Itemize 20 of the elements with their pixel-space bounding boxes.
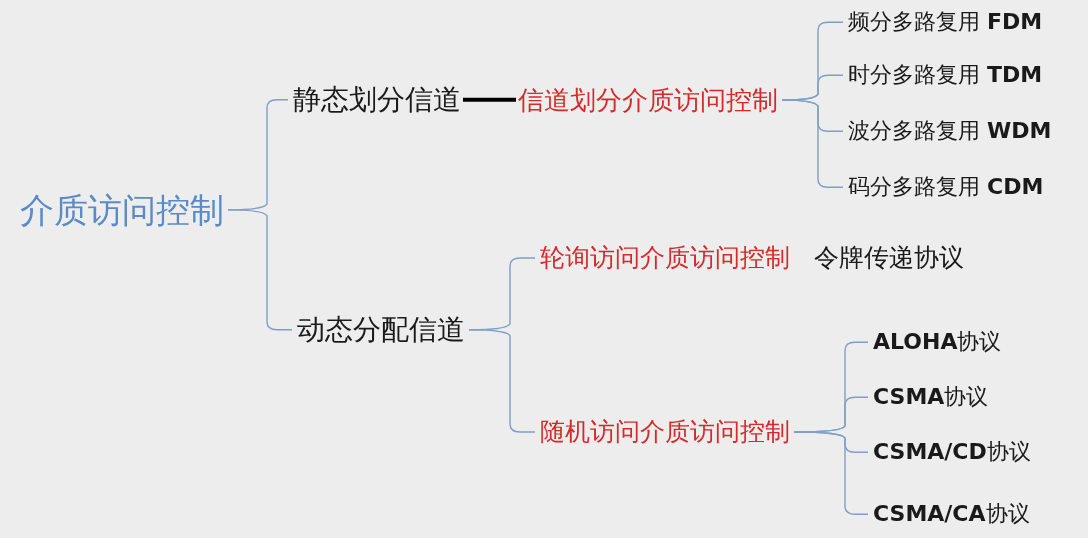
item-label: 码分多路复用 CDM (848, 174, 1044, 201)
category-label: 轮询访问介质访问控制 (540, 243, 790, 272)
item-label: 时分多路复用 TDM (848, 62, 1043, 89)
root-label: 介质访问控制 (20, 189, 224, 231)
item-label: 波分多路复用 WDM (848, 118, 1052, 145)
bracket-line (227, 209, 293, 331)
item-label: CSMA/CD协议 (873, 439, 1031, 466)
category-label: 信道划分介质访问控制 (518, 84, 778, 116)
branch-label: 静态划分信道 (293, 83, 461, 117)
bracket-line (468, 329, 536, 433)
branch-label: 动态分配信道 (297, 313, 465, 347)
bracket-line (781, 99, 844, 188)
item-label: 频分多路复用 FDM (848, 9, 1043, 36)
item-label: CSMA/CA协议 (873, 501, 1030, 528)
note-label: 令牌传递协议 (814, 243, 964, 272)
item-label: ALOHA协议 (873, 329, 1002, 356)
item-label: CSMA协议 (873, 384, 989, 411)
category-label: 随机访问介质访问控制 (540, 417, 790, 447)
dash-connector (463, 97, 516, 102)
bracket-line (793, 431, 869, 515)
